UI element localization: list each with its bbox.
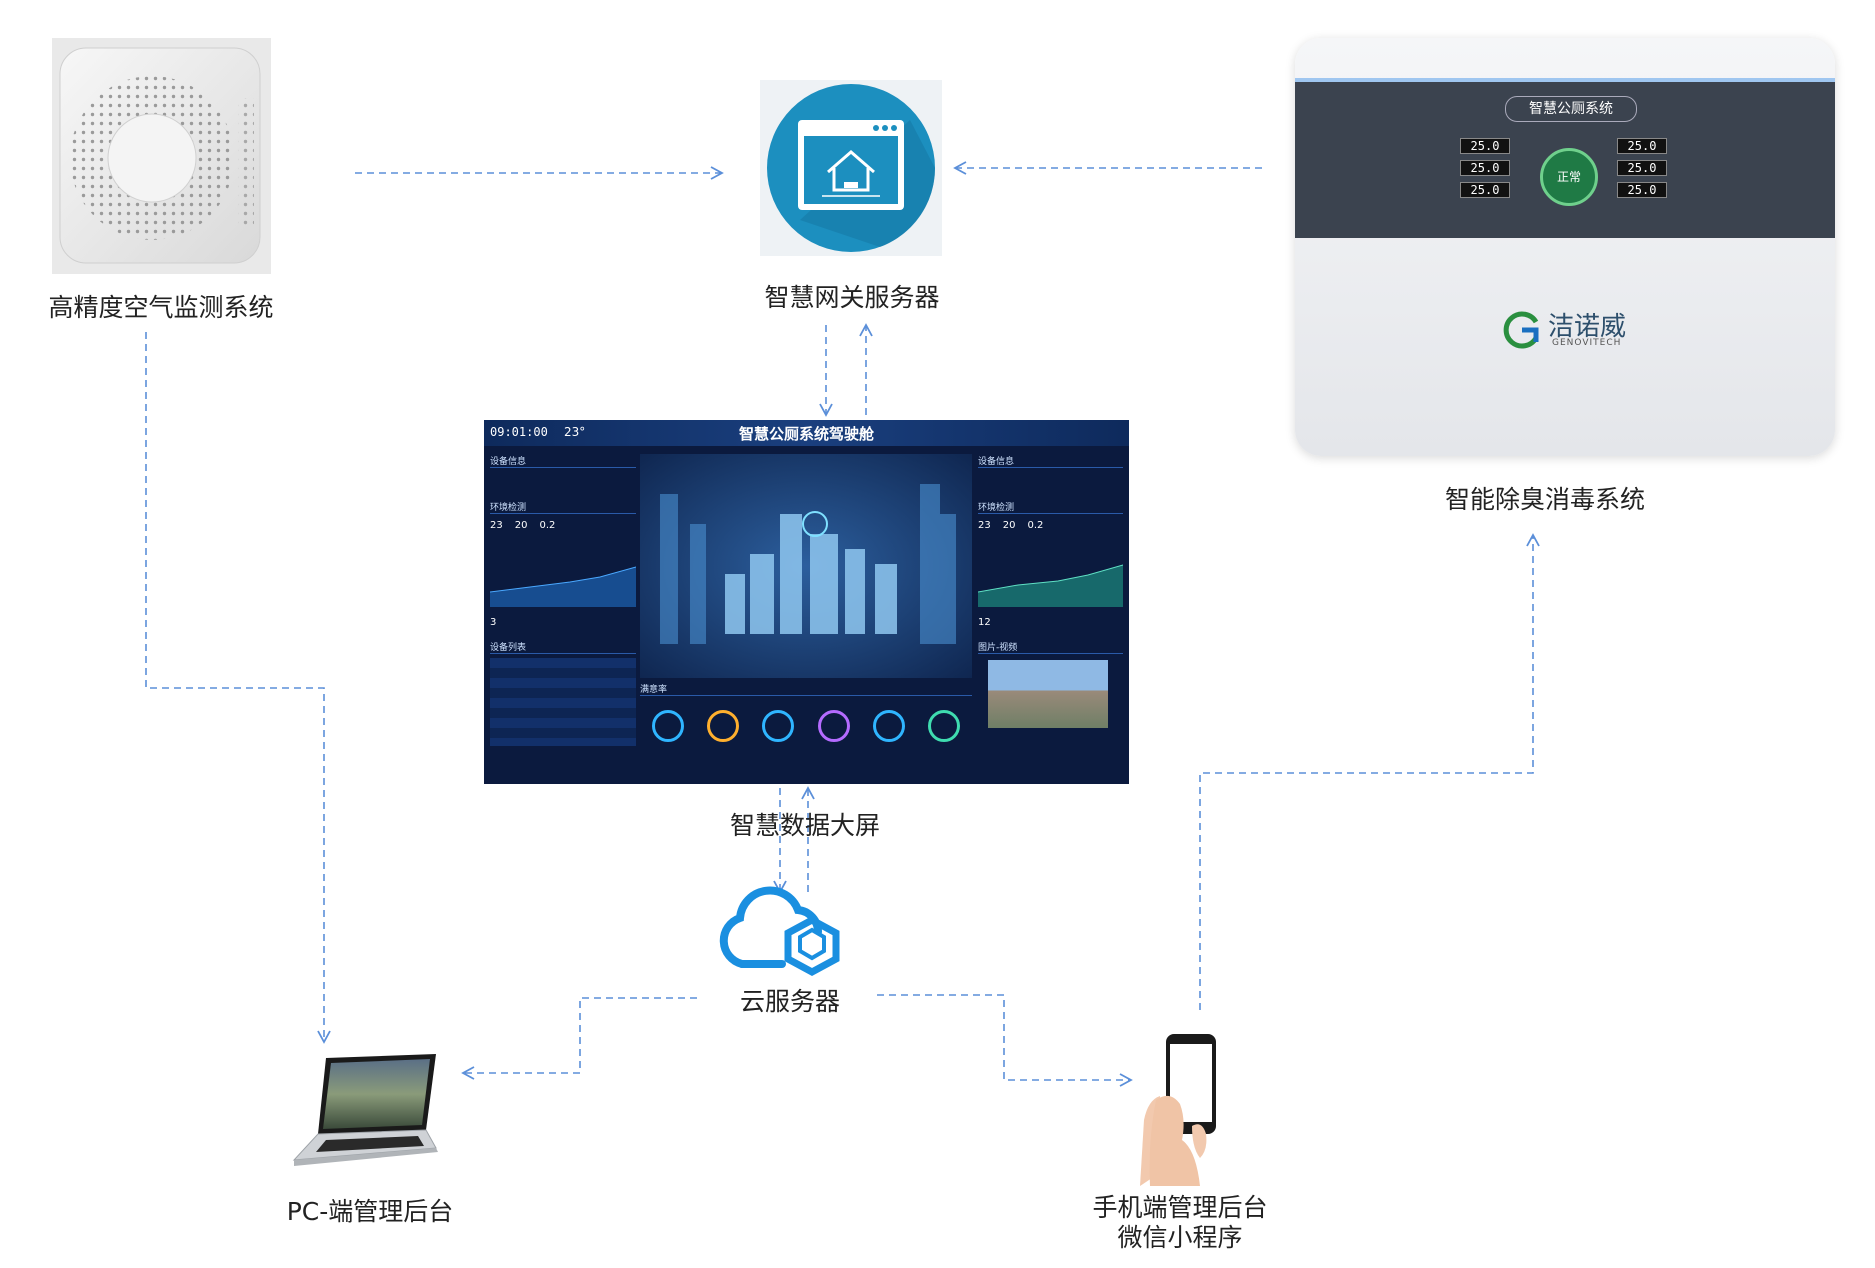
reading-value: 25.0 bbox=[1617, 160, 1667, 176]
brand-name-en: GENOVITECH bbox=[1552, 338, 1622, 348]
satisfaction-ring bbox=[817, 710, 850, 742]
satisfaction-ring bbox=[762, 710, 795, 742]
env-value: 20 bbox=[514, 520, 528, 531]
panel-title: 设备列表 bbox=[490, 640, 636, 654]
panel-title: 环境检测 bbox=[490, 500, 636, 514]
mobile-admin-label-line2: 微信小程序 bbox=[1117, 1223, 1243, 1252]
link-cloud-to-pc bbox=[461, 997, 697, 1080]
cloud-icon bbox=[712, 884, 847, 976]
brand-name-cn: 洁诺威 bbox=[1548, 312, 1627, 342]
env-trend-chart bbox=[489, 566, 637, 607]
screen-temperature: 23° bbox=[564, 425, 586, 439]
mobile-admin-label-line1: 手机端管理后台 bbox=[1092, 1193, 1268, 1222]
env-value: 20 bbox=[1002, 520, 1016, 531]
screen-clock: 09:01:00 bbox=[490, 425, 548, 439]
deodorizer-label: 智能除臭消毒系统 bbox=[1444, 485, 1645, 514]
status-dial: 正常 bbox=[1540, 148, 1598, 206]
reading-value: 25.0 bbox=[1617, 138, 1667, 154]
air-monitor-label: 高精度空气监测系统 bbox=[48, 293, 274, 322]
env-trend-chart bbox=[977, 564, 1124, 607]
reading-value: 25.0 bbox=[1460, 160, 1510, 176]
city-3d-view bbox=[640, 454, 972, 678]
satisfaction-ring bbox=[706, 710, 739, 742]
air-monitor-device bbox=[52, 38, 271, 274]
cloud-label: 云服务器 bbox=[739, 987, 840, 1016]
link-mobile-to-deodorizer bbox=[1199, 533, 1540, 1010]
screen-title: 智慧公厕系统驾驶舱 bbox=[738, 425, 874, 443]
env-value: 23 bbox=[490, 520, 503, 531]
gateway-label: 智慧网关服务器 bbox=[764, 283, 940, 312]
site-photo bbox=[988, 660, 1108, 728]
air-monitor-image bbox=[52, 38, 271, 274]
panel-title: 设备信息 bbox=[978, 454, 1123, 468]
panel-title: 设备信息 bbox=[490, 454, 636, 468]
reading-value: 25.0 bbox=[1460, 138, 1510, 154]
panel-title-badge: 智慧公厕系统 bbox=[1505, 96, 1637, 122]
panel-title: 环境检测 bbox=[978, 500, 1123, 514]
satisfaction-ring bbox=[651, 710, 684, 742]
env-value: 0.2 bbox=[1027, 520, 1044, 531]
reading-value: 25.0 bbox=[1617, 182, 1667, 198]
hand-phone-image bbox=[1130, 1030, 1230, 1186]
link-air-to-pc bbox=[145, 332, 331, 1044]
gateway-icon bbox=[760, 80, 942, 256]
big-data-screen: 智慧公厕系统驾驶舱 09:01:00 23° 设备信息 环境检测 23 20 0… bbox=[484, 420, 1129, 784]
panel-title: 满意率 bbox=[640, 682, 972, 696]
brand-logo: 洁诺威 GENOVITECH bbox=[1500, 306, 1650, 356]
satisfaction-ring bbox=[928, 710, 961, 742]
today-people-left: 3 bbox=[490, 617, 497, 628]
satisfaction-ring bbox=[872, 710, 905, 742]
pc-admin-label: PC-端管理后台 bbox=[286, 1197, 454, 1226]
reading-value: 25.0 bbox=[1460, 182, 1510, 198]
screen-header bbox=[484, 420, 1129, 446]
laptop-image bbox=[286, 1048, 446, 1176]
env-value: 0.2 bbox=[539, 520, 556, 531]
panel-title: 图片-视频 bbox=[978, 640, 1123, 654]
brand-logo-icon bbox=[1503, 311, 1539, 349]
today-people-right: 12 bbox=[978, 617, 991, 628]
env-value: 23 bbox=[978, 520, 991, 531]
deodorizer-device: 智慧公厕系统 正常 25.0 25.0 25.0 25.0 25.0 25.0 … bbox=[1295, 38, 1835, 456]
link-cloud-to-mobile bbox=[877, 994, 1133, 1087]
big-screen-label: 智慧数据大屏 bbox=[729, 811, 880, 840]
